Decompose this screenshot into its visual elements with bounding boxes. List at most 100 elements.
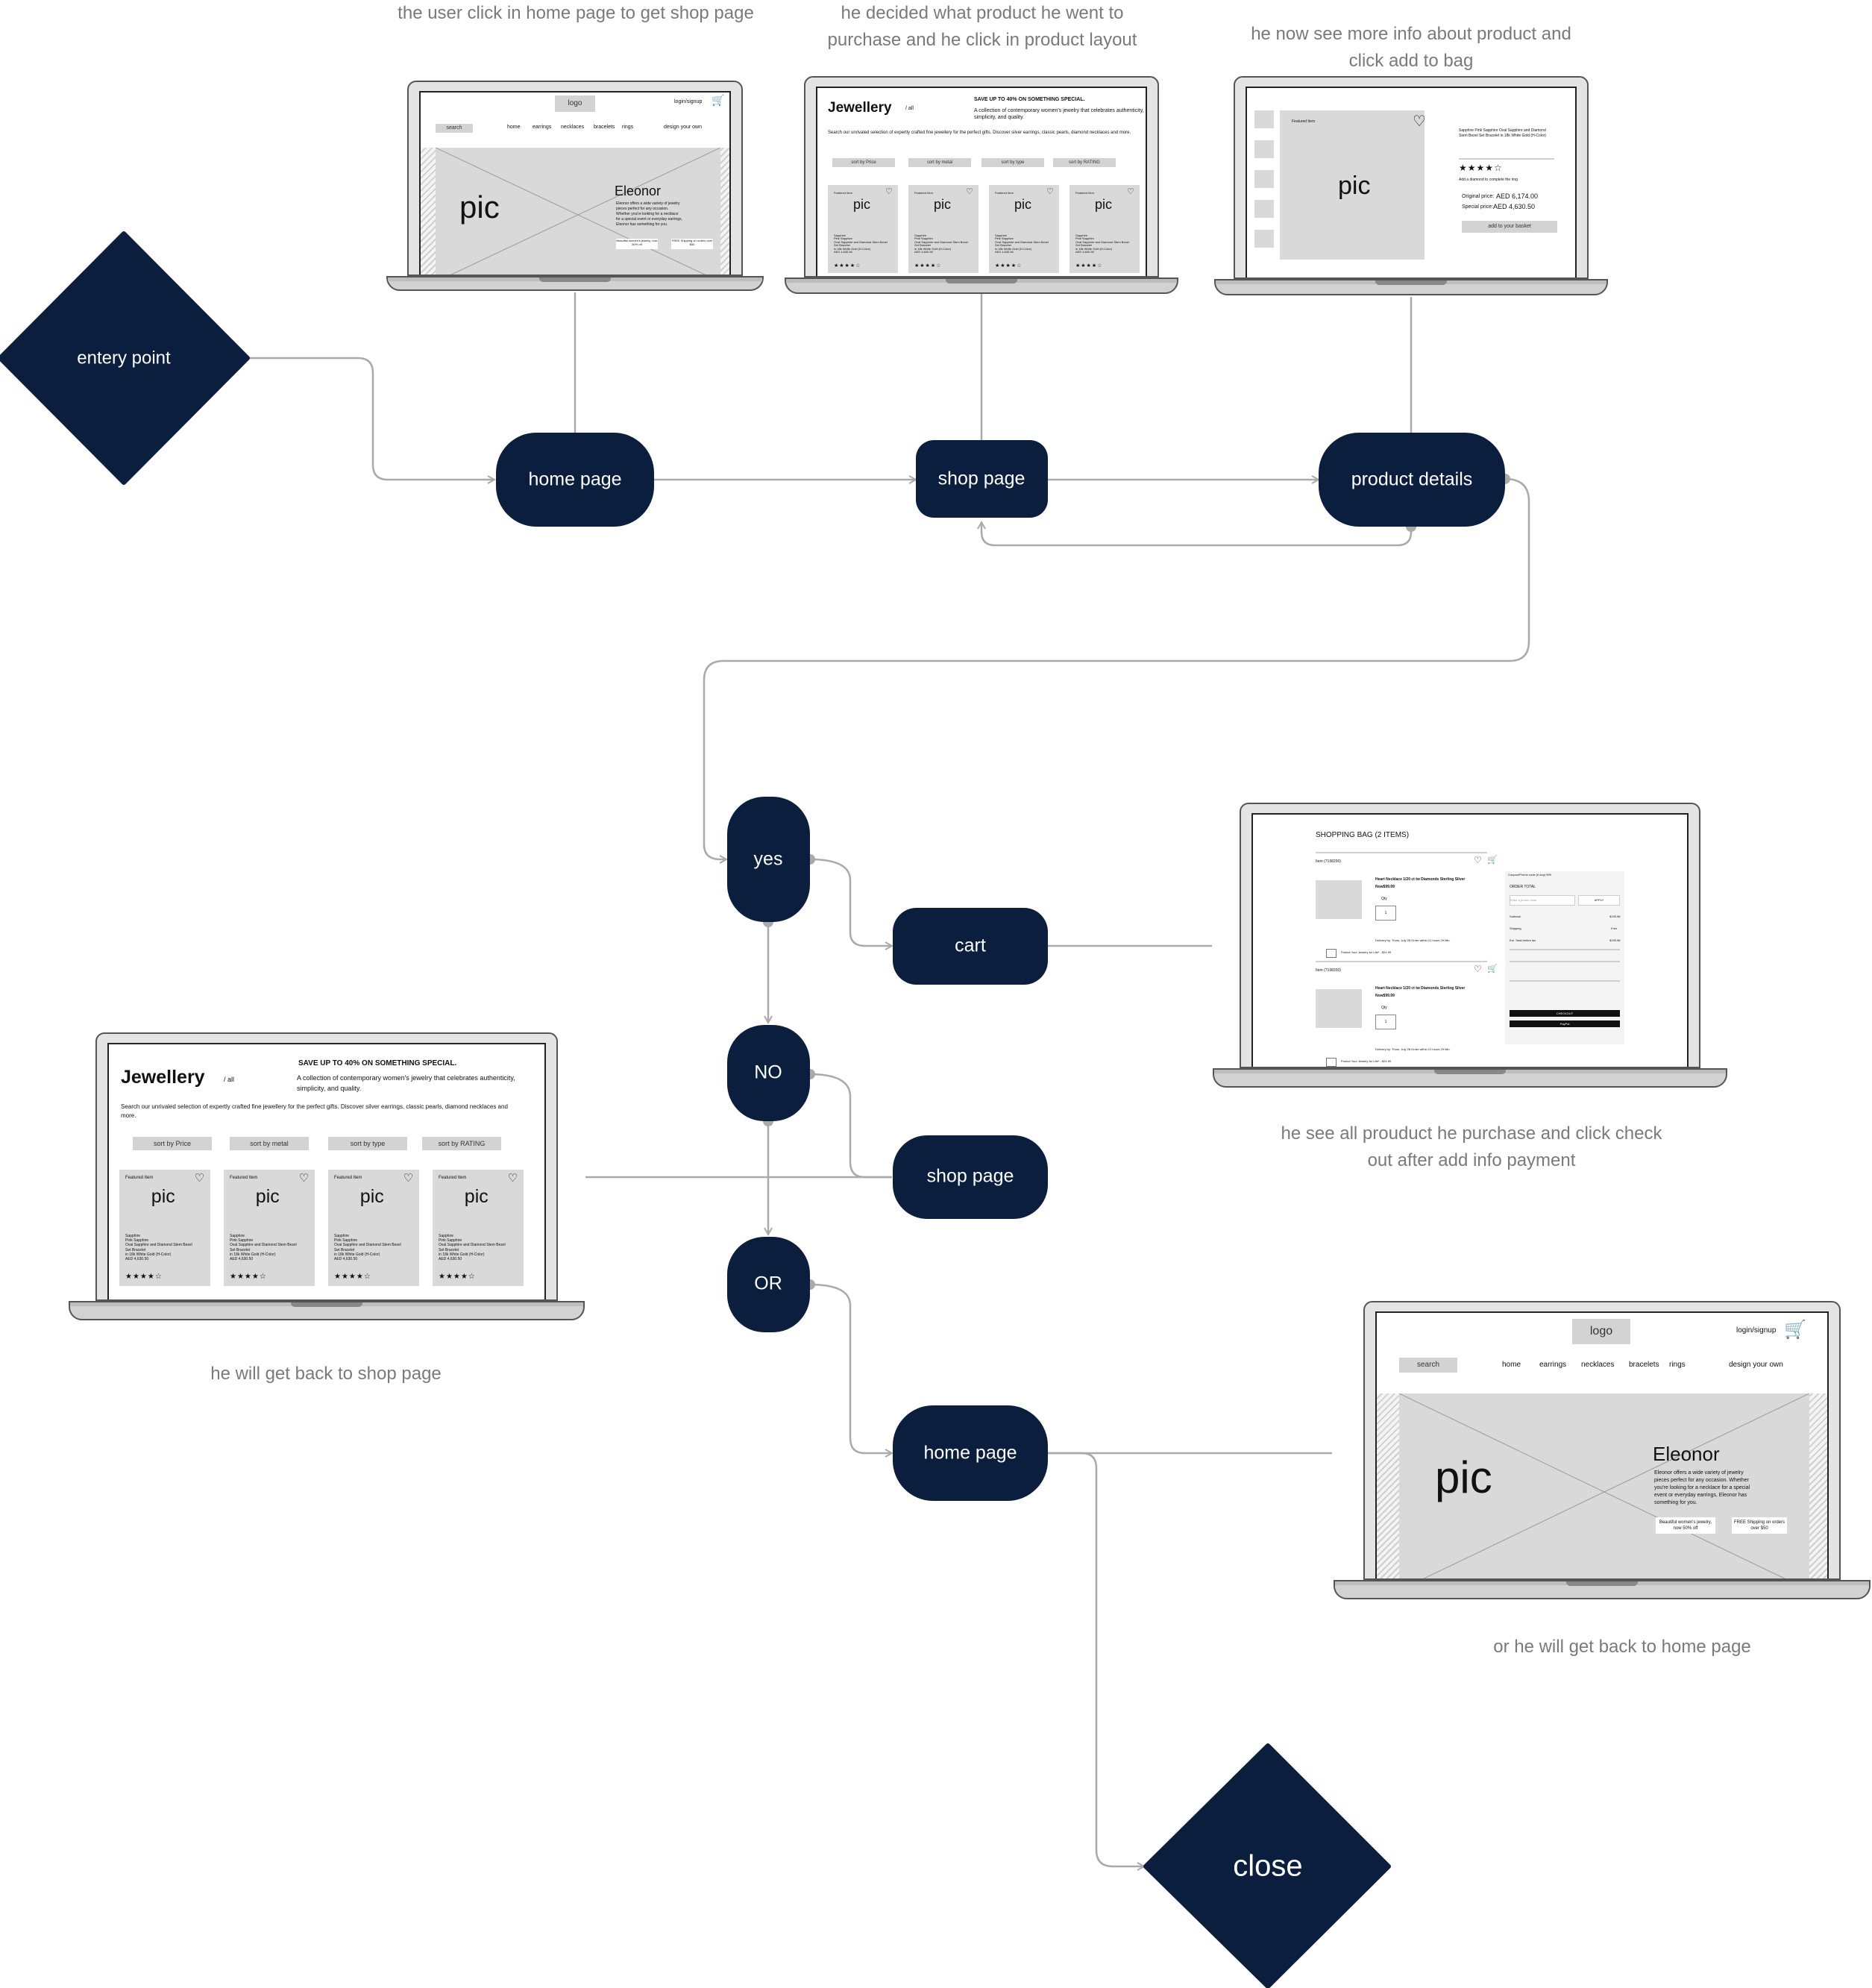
thumbnail[interactable] [1254,200,1274,218]
cart-item-name: Heart Necklace 1/20 ct tw Diamonds Sterl… [1375,877,1466,882]
sort-metal-button[interactable]: sort by metal [230,1137,309,1150]
product-card[interactable] [989,185,1059,273]
node-or[interactable]: OR [727,1237,810,1332]
node-home-page-2[interactable]: home page [893,1405,1048,1501]
sort-type-button[interactable]: sort by type [981,158,1044,167]
product-pic-label: pic [1338,172,1371,200]
promo-code-input[interactable]: Enter a promo code [1510,895,1575,906]
nav-necklaces[interactable]: necklaces [1581,1361,1615,1369]
node-home-page[interactable]: home page [496,433,654,527]
protect-checkbox[interactable] [1326,949,1337,958]
sort-price-button[interactable]: sort by Price [133,1137,212,1150]
protect-checkbox[interactable] [1326,1058,1337,1067]
promo-2[interactable]: FREE Shipping on orders over $50 [671,239,713,249]
card-rating-stars: ★★★★☆ [834,263,861,269]
sort-type-button[interactable]: sort by type [328,1137,407,1150]
sort-rating-button[interactable]: sort by RATING [422,1137,501,1150]
nav-design-your-own[interactable]: design your own [1729,1361,1783,1369]
nav-earrings[interactable]: earrings [533,125,552,130]
heart-icon[interactable]: ♡ [1046,186,1054,196]
card-detail-line: Pink Sapphire [334,1238,358,1244]
cart-title: SHOPPING BAG (2 ITEMS) [1316,831,1410,839]
card-rating-stars: ★★★★☆ [1075,263,1103,269]
cart-icon[interactable]: 🛒 [1784,1319,1806,1340]
thumbnail[interactable] [1254,230,1274,248]
card-detail-line: Pink Sapphire [1075,236,1094,241]
shop-breadcrumb[interactable]: / all [905,106,914,111]
shop-page-mockup-large: Jewellery / all SAVE UP TO 40% ON SOMETH… [69,1032,585,1320]
hero-pic-label: pic [1435,1452,1492,1502]
node-shop-page-2[interactable]: shop page [893,1135,1048,1219]
product-card[interactable] [828,185,898,273]
thumbnail[interactable] [1254,170,1274,188]
product-card[interactable] [328,1170,419,1286]
node-close[interactable]: close [1143,1743,1391,1988]
product-card[interactable] [1070,185,1140,273]
logo[interactable]: logo [1572,1319,1630,1344]
card-detail-line: Pink Sapphire [230,1238,254,1244]
qty-select[interactable]: 1 [1375,1015,1396,1029]
nav-rings[interactable]: rings [1669,1361,1686,1369]
nav-home[interactable]: home [1502,1361,1521,1369]
heart-icon[interactable]: ♡ [194,1171,205,1185]
nav-earrings[interactable]: earrings [1539,1361,1567,1369]
heart-icon[interactable]: ♡ [1474,964,1482,974]
shop-breadcrumb[interactable]: / all [224,1076,235,1083]
search-input[interactable]: search [1399,1358,1457,1373]
thumbnail[interactable] [1254,110,1274,128]
card-badge: Featured Item [439,1176,467,1180]
heart-icon[interactable]: ♡ [1127,186,1134,196]
nav-bracelets[interactable]: bracelets [1629,1361,1659,1369]
login-link[interactable]: login/signup [1736,1326,1777,1335]
logo[interactable]: logo [555,95,595,112]
product-card[interactable] [119,1170,210,1286]
heart-icon[interactable]: ♡ [1474,855,1482,865]
promo-2[interactable]: FREE Shipping on orders over $50 [1732,1517,1787,1534]
node-home-page-2-label: home page [923,1443,1017,1464]
nav-necklaces[interactable]: necklaces [561,125,585,130]
product-note: Add a diamond to complete the ring [1459,178,1518,182]
heart-icon[interactable]: ♡ [403,1171,414,1185]
product-card[interactable] [224,1170,315,1286]
sort-metal-button[interactable]: sort by metal [908,158,971,167]
heart-icon[interactable]: ♡ [298,1171,310,1185]
node-shop-page[interactable]: shop page [916,440,1048,518]
checkout-button[interactable]: CHECKOUT [1510,1010,1620,1017]
promo-1[interactable]: Beautiful women's jewelry, now 50% off [616,239,658,249]
heart-icon[interactable]: ♡ [1413,112,1426,130]
nav-design-your-own[interactable]: design your own [664,125,702,130]
node-no[interactable]: NO [727,1025,810,1121]
node-entry-point[interactable]: entery point [0,231,250,485]
paypal-button[interactable]: PayPal [1510,1020,1620,1027]
nav-rings[interactable]: rings [622,125,634,130]
thumbnail[interactable] [1254,140,1274,158]
hero-image [436,148,720,275]
cart-icon[interactable]: 🛒 [712,95,725,107]
sort-price-button[interactable]: sort by Price [832,158,895,167]
product-card[interactable] [433,1170,524,1286]
cart-icon[interactable]: 🛒 [1487,855,1498,865]
product-card[interactable] [908,185,979,273]
node-yes[interactable]: yes [727,797,810,922]
sort-rating-button[interactable]: sort by RATING [1053,158,1116,167]
nav-bracelets[interactable]: bracelets [594,125,615,130]
search-input[interactable]: search [436,124,473,133]
card-detail-line: Oval Sapphire and Diamond Stem Bezel [439,1243,506,1248]
connector-or-home [809,1283,894,1458]
login-link[interactable]: login/signup [674,99,703,104]
card-title: Sapphire [1075,233,1088,237]
nav-home[interactable]: home [507,125,521,130]
apply-button[interactable]: APPLY [1578,895,1620,906]
original-price: AED 6,174.00 [1496,192,1539,200]
heart-icon[interactable]: ♡ [885,186,893,196]
heart-icon[interactable]: ♡ [966,186,973,196]
cart-icon[interactable]: 🛒 [1487,964,1498,973]
node-product-details-label: product details [1351,469,1473,490]
node-product-details[interactable]: product details [1319,433,1505,527]
node-cart[interactable]: cart [893,908,1048,985]
qty-select[interactable]: 1 [1375,906,1396,921]
node-or-label: OR [754,1273,782,1294]
add-to-basket-button[interactable]: add to your basket [1462,221,1557,233]
promo-1[interactable]: Beautiful women's jewelry, now 50% off [1656,1517,1715,1534]
heart-icon[interactable]: ♡ [507,1171,518,1185]
